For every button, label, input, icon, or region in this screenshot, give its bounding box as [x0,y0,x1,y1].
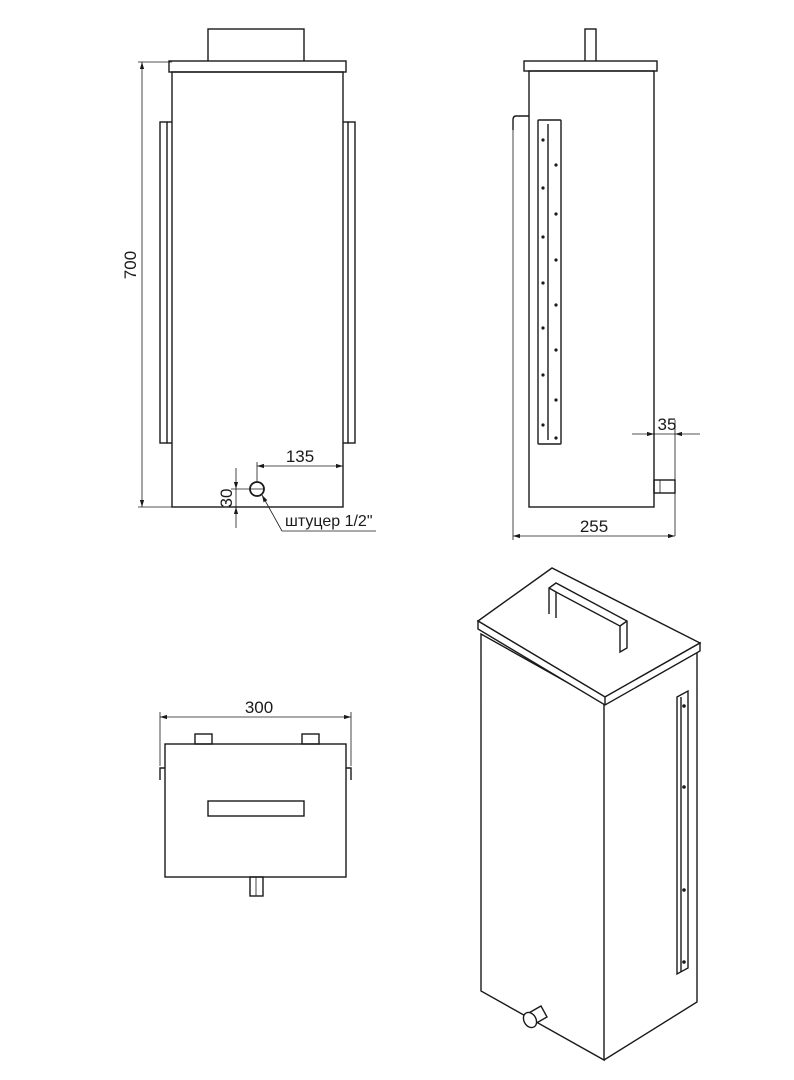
top-view: 300 [159,698,352,897]
side-fitting [653,479,676,494]
side-lid [523,60,658,72]
side-top-pipe [584,28,597,63]
front-left-rail [159,121,168,444]
side-hook [512,115,529,130]
iso-lid-top [476,567,702,698]
isometric-view [476,567,702,1062]
side-rail-holes [541,138,558,440]
top-hook-left [159,767,165,780]
dim-side-offset-label: 35 [658,415,677,434]
front-neck [207,28,305,63]
front-right-rail [347,121,356,444]
top-body [164,743,347,878]
iso-side-rail [676,689,689,976]
top-tab-left [194,733,213,745]
front-body [171,71,344,508]
side-body [528,70,655,508]
dim-fitting-y-label: 30 [217,489,236,508]
iso-fitting-pipe [526,1005,548,1026]
dim-width-label: 300 [245,698,273,717]
top-handle [207,800,305,817]
dim-fitting-x-label: 135 [286,447,314,466]
fitting-note-label: штуцер 1/2" [285,513,373,530]
iso-side-face [603,645,698,1061]
front-view: 700 135 30 штуцер 1/2" [121,28,376,532]
iso-front-face [480,632,605,1062]
top-hook-right [346,767,352,780]
top-tab-right [301,733,320,745]
dim-depth-label: 255 [580,517,608,536]
front-lid [168,60,347,73]
dim-height-label: 700 [121,251,140,279]
top-fitting [249,876,264,897]
side-rail [537,119,562,445]
side-view: 35 255 [512,28,700,540]
iso-fitting-end [522,1011,538,1029]
iso-lid-handle [548,582,628,654]
